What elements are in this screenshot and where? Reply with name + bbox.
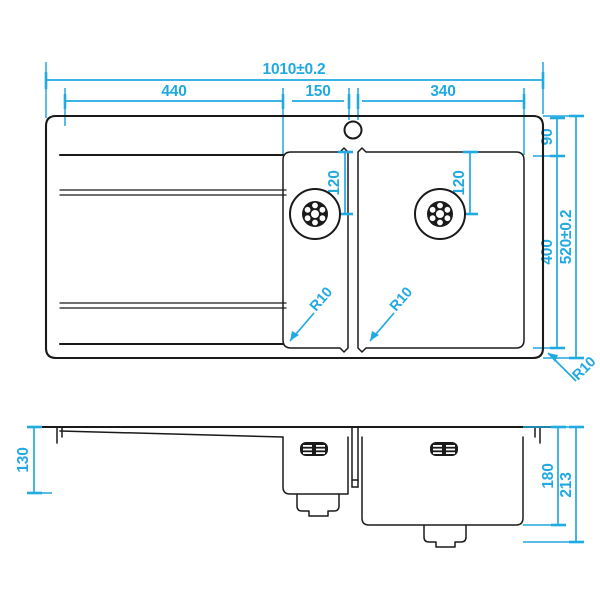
left-bowl-section — [282, 436, 349, 495]
dim-overall-height: 213 — [558, 472, 575, 498]
arrow-left-bowl-radius — [290, 331, 299, 341]
left-bowl: 120 R10 — [282, 147, 353, 353]
section-divider — [351, 426, 359, 488]
right-bowl-outline — [357, 147, 525, 353]
dim-bowl-height: 400 — [539, 239, 556, 264]
right-overflow — [430, 442, 458, 456]
sink-body-outline — [44, 114, 545, 360]
dim-drainer-height: 130 — [15, 447, 32, 472]
dim-left-bowl-width: 150 — [305, 83, 330, 100]
sink-plan-outline — [44, 114, 545, 360]
drainer-underside — [59, 430, 284, 438]
top-dimension-group: 1010±0.2 440 150 340 — [44, 61, 545, 155]
drainer-grooves — [58, 153, 287, 346]
left-bowl-outline — [282, 147, 349, 353]
arrow-right-bowl-radius — [370, 331, 379, 341]
section-divider-ticks — [351, 479, 359, 488]
right-bowl-section — [361, 436, 524, 526]
dim-left-drain-offset: 120 — [326, 170, 343, 195]
right-rim-clip — [534, 426, 541, 444]
left-rim-clip — [56, 426, 63, 444]
dim-left-bowl-radius: R10 — [307, 284, 336, 314]
tap-hole — [343, 120, 363, 140]
right-drain-slots — [429, 202, 451, 226]
dim-bowl-depth: 180 — [540, 463, 557, 488]
dim-right-bowl-width: 340 — [430, 83, 455, 100]
dim-drainer-width: 440 — [161, 83, 186, 100]
right-drain-center-hole — [436, 210, 444, 218]
dim-right-drain-offset: 120 — [451, 170, 468, 195]
left-overflow — [300, 442, 328, 456]
arrow-outer-radius — [548, 353, 558, 362]
right-waste-outlet — [423, 524, 467, 548]
left-drain-center-hole — [311, 210, 319, 218]
dim-rim-top-offset: 90 — [539, 129, 556, 146]
section-dimension-group: 130 180 213 — [15, 425, 584, 544]
right-bowl: 120 R10 — [357, 147, 525, 353]
dim-right-bowl-radius: R10 — [387, 284, 416, 314]
dim-overall-width: 1010±0.2 — [263, 61, 326, 78]
left-waste-outlet — [296, 493, 340, 517]
left-drain-slots — [304, 202, 326, 226]
dim-overall-depth: 520±0.2 — [558, 210, 575, 265]
section-view — [40, 425, 558, 548]
